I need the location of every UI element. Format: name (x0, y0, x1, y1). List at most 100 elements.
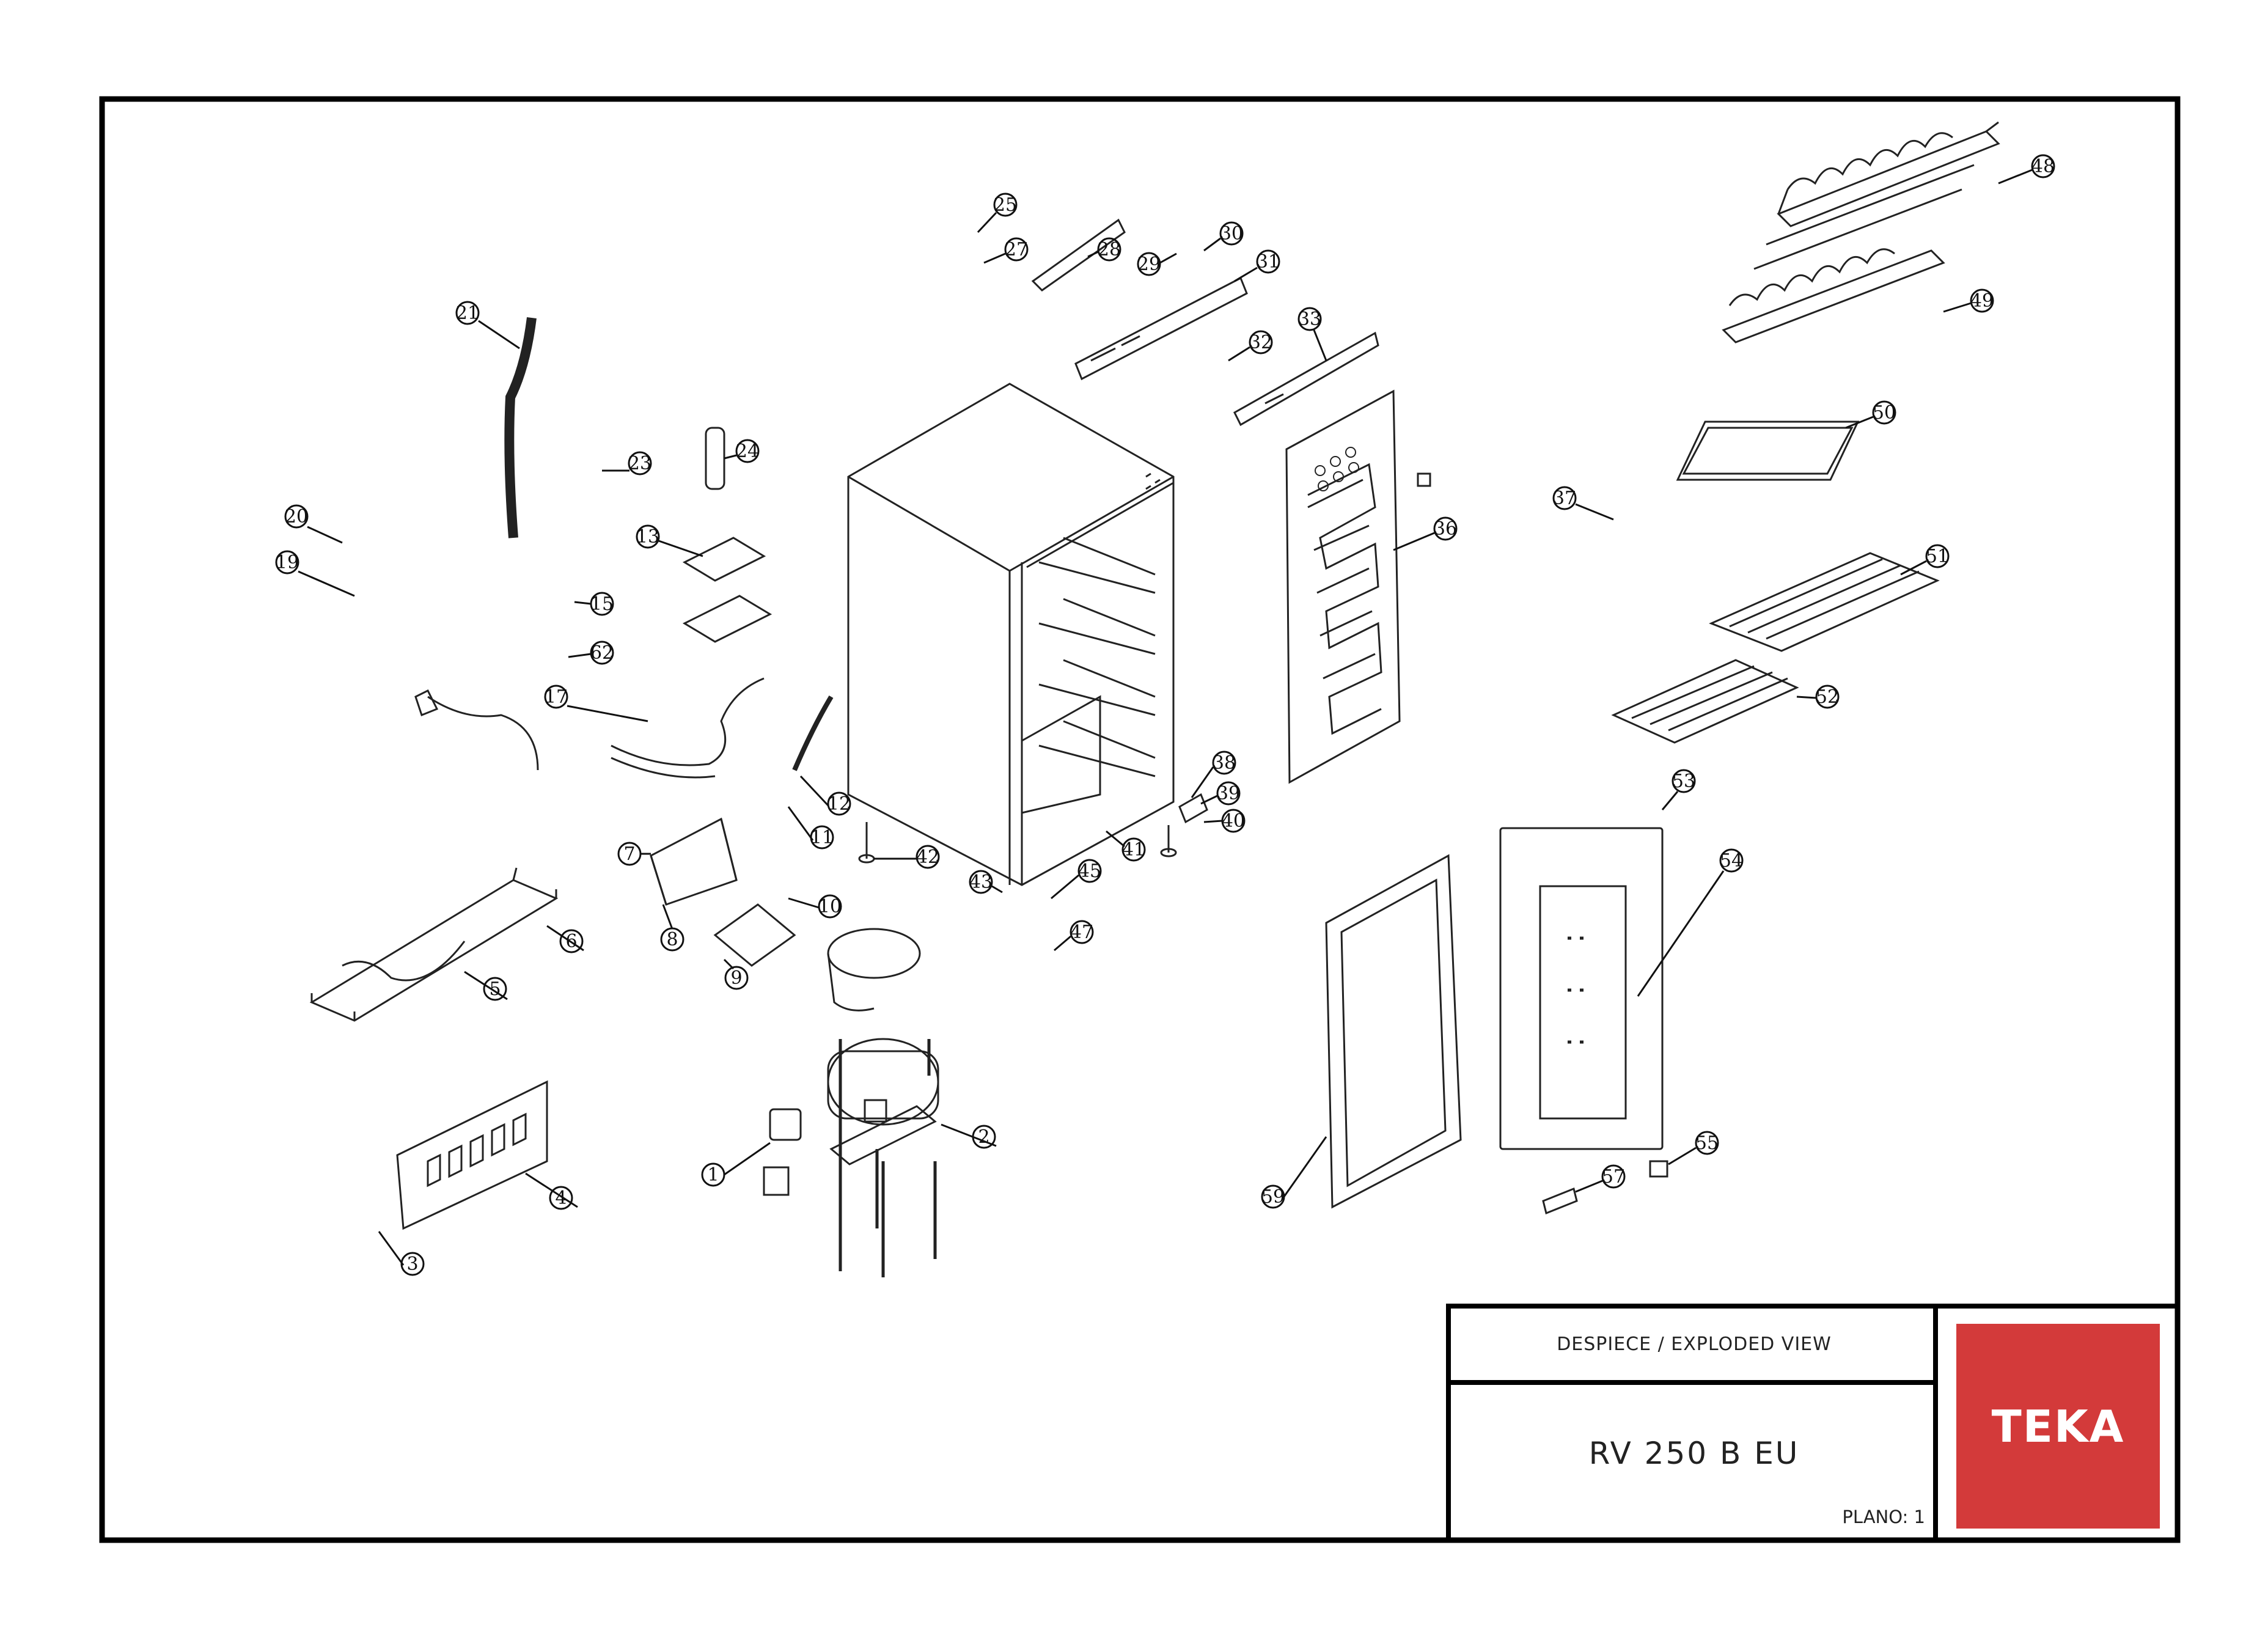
callout-39: 39 (1200, 781, 1241, 806)
svg-text:38: 38 (1213, 752, 1236, 774)
display-board (1031, 218, 1126, 292)
callout-52: 52 (1796, 685, 1840, 709)
svg-text:40: 40 (1222, 810, 1245, 832)
callout-41: 41 (1106, 830, 1146, 862)
svg-text:23: 23 (628, 453, 651, 474)
rear-grille (396, 1080, 548, 1230)
svg-text:29: 29 (1137, 254, 1161, 275)
callout-13: 13 (636, 524, 703, 557)
callout-8: 8 (660, 904, 684, 952)
svg-text:41: 41 (1122, 839, 1145, 861)
callout-5: 5 (464, 971, 508, 1001)
shelf-cover-lower (1611, 659, 1799, 744)
callout-12: 12 (799, 775, 851, 816)
svg-text:51: 51 (1926, 546, 1949, 567)
svg-text:39: 39 (1217, 783, 1240, 804)
callout-2: 2 (941, 1123, 997, 1149)
callout-54: 54 (1637, 848, 1744, 997)
svg-text:49: 49 (1970, 290, 1994, 312)
svg-text:27: 27 (1005, 239, 1028, 260)
svg-text:28: 28 (1098, 239, 1121, 260)
svg-text:30: 30 (1220, 223, 1243, 244)
svg-text:43: 43 (969, 872, 993, 893)
bottom-hinge (1178, 793, 1208, 824)
shelf-cover-upper (1709, 552, 1940, 652)
teka-logo: TEKA (1956, 1324, 2160, 1529)
svg-text:37: 37 (1553, 488, 1576, 509)
svg-text:20: 20 (285, 506, 308, 527)
svg-text:2: 2 (978, 1126, 989, 1148)
svg-text:3: 3 (406, 1254, 418, 1275)
callout-55: 55 (1668, 1131, 1719, 1166)
svg-text:45: 45 (1078, 861, 1101, 882)
callout-57: 57 (1575, 1164, 1626, 1193)
drawing-frame (99, 96, 2181, 1543)
leveling-foot-left (858, 822, 875, 864)
callout-32: 32 (1228, 330, 1273, 362)
drawing-title: DESPIECE / EXPLODED VIEW (1557, 1334, 1832, 1355)
part-callouts: 1 2 3 4 5 6 7 8 9 10 11 12 13 15 17 19 2… (275, 154, 2055, 1276)
door-handle-bracket (1542, 1187, 1578, 1215)
callout-50: 50 (1845, 400, 1896, 429)
callout-45: 45 (1051, 859, 1102, 900)
callout-27: 27 (983, 237, 1029, 264)
callout-3: 3 (378, 1231, 425, 1276)
drain-hose (504, 317, 537, 538)
callout-59: 59 (1261, 1136, 1327, 1209)
callout-48: 48 (1998, 154, 2055, 185)
wine-rack-upper (1777, 121, 2000, 227)
svg-text:52: 52 (1816, 686, 1839, 708)
callout-40: 40 (1203, 809, 1246, 833)
svg-text:7: 7 (623, 843, 635, 865)
callout-10: 10 (788, 894, 842, 919)
svg-text:53: 53 (1672, 771, 1695, 792)
base-plate (309, 867, 559, 1022)
svg-text:62: 62 (590, 642, 614, 664)
callout-47: 47 (1054, 920, 1094, 952)
glass-door (1499, 827, 1664, 1150)
callout-23: 23 (602, 451, 652, 475)
svg-text:33: 33 (1298, 309, 1321, 330)
door-hinge-pin (1649, 1160, 1668, 1178)
svg-text:15: 15 (590, 593, 614, 615)
callout-49: 49 (1943, 288, 1994, 313)
svg-text:25: 25 (994, 194, 1017, 216)
svg-text:55: 55 (1695, 1133, 1719, 1154)
fan-bracket (713, 903, 796, 967)
logo-text: TEKA (1991, 1400, 2125, 1452)
svg-text:50: 50 (1873, 402, 1896, 424)
callout-24: 24 (724, 439, 760, 463)
callout-42: 42 (874, 845, 940, 869)
control-panel (1074, 276, 1379, 427)
mounting-bolts (839, 1039, 937, 1277)
svg-text:13: 13 (636, 526, 659, 548)
svg-text:11: 11 (810, 827, 834, 848)
title-block-frame (1446, 1304, 2180, 1543)
svg-text:48: 48 (2031, 156, 2055, 177)
callout-37: 37 (1552, 486, 1614, 521)
callout-9: 9 (723, 958, 749, 990)
svg-text:17: 17 (545, 686, 568, 708)
evaporator-plate (1285, 389, 1431, 784)
callout-28: 28 (1087, 237, 1121, 262)
svg-text:57: 57 (1602, 1166, 1625, 1188)
callout-4: 4 (525, 1172, 578, 1210)
callout-51: 51 (1900, 544, 1950, 576)
callout-33: 33 (1297, 307, 1327, 361)
svg-text:21: 21 (456, 303, 479, 324)
starter-relay (763, 1108, 802, 1196)
wiring-harness (611, 677, 834, 779)
svg-text:5: 5 (489, 978, 501, 1000)
cabinet-body (847, 383, 1175, 886)
door-gasket (1325, 854, 1462, 1209)
callout-43: 43 (969, 870, 1003, 894)
callout-30: 30 (1203, 221, 1244, 252)
callout-15: 15 (574, 592, 614, 616)
power-cord (414, 689, 539, 771)
svg-text:31: 31 (1257, 251, 1280, 273)
svg-text:32: 32 (1249, 332, 1272, 353)
svg-text:4: 4 (555, 1188, 567, 1209)
svg-text:10: 10 (818, 896, 842, 917)
svg-text:59: 59 (1261, 1186, 1285, 1208)
